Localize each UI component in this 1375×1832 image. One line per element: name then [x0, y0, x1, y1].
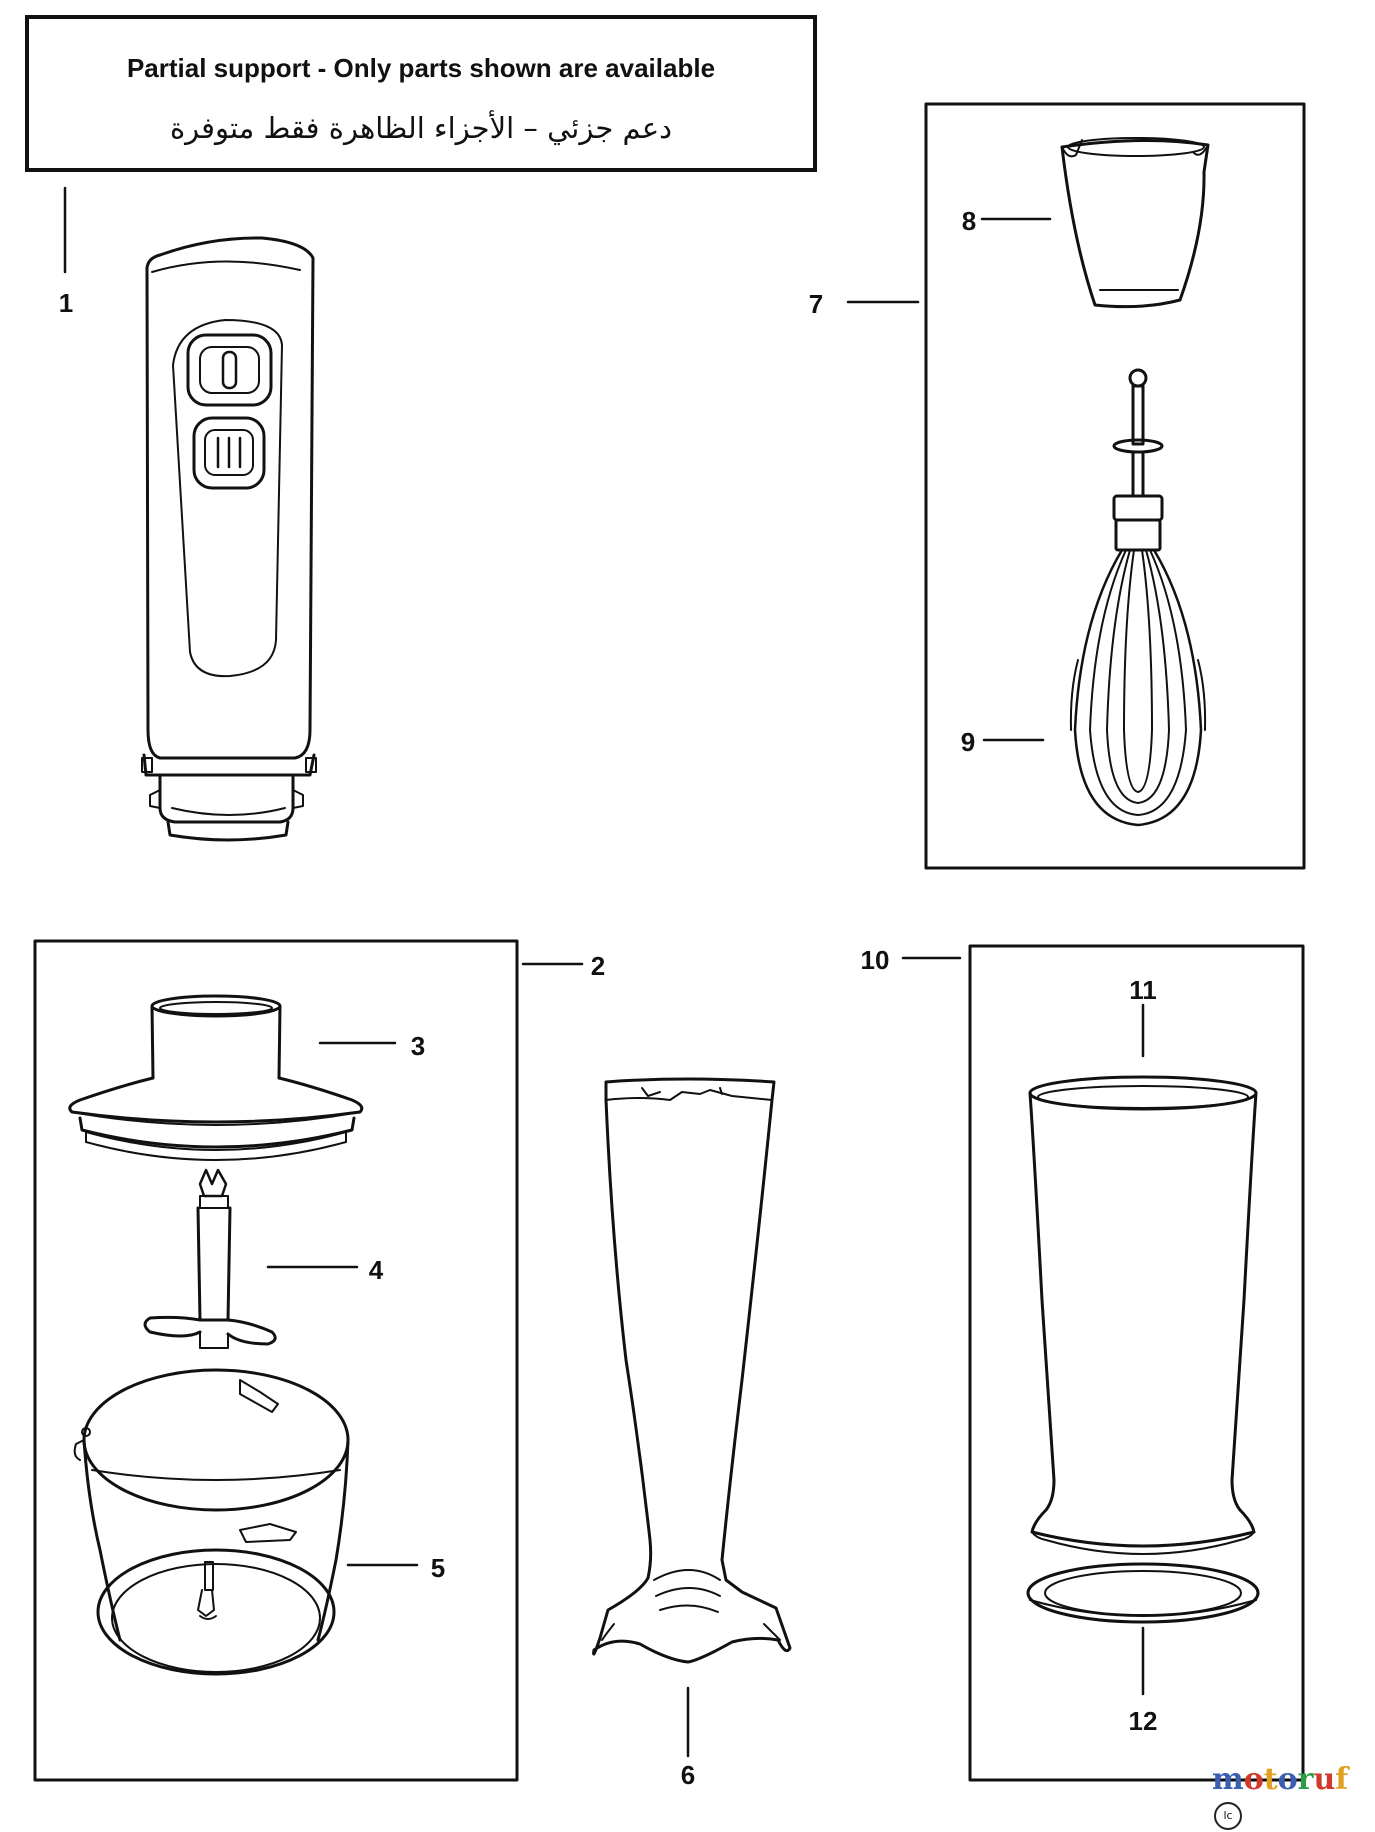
watermark-badge: lc — [1214, 1802, 1242, 1830]
whisk-gearbox-drawing — [1060, 137, 1210, 309]
chopper-assembly-box — [33, 939, 519, 1782]
whisk-assembly-box — [924, 102, 1306, 870]
callout-4: 4 — [368, 1255, 384, 1285]
callout-2: 2 — [590, 951, 606, 981]
watermark-letter: u — [1313, 1762, 1336, 1797]
beaker-drawing — [1028, 1075, 1258, 1555]
callout-10: 10 — [860, 945, 890, 975]
watermark-letter: f — [1335, 1762, 1349, 1797]
callout-9: 9 — [960, 727, 976, 757]
beaker-assembly-box — [968, 944, 1305, 1782]
callout-12: 12 — [1128, 1706, 1158, 1736]
watermark-letter: t — [1263, 1762, 1278, 1797]
chopper-blade-drawing — [143, 1168, 277, 1349]
callout-6: 6 — [680, 1760, 696, 1790]
availability-notice: Partial support - Only parts shown are a… — [25, 15, 817, 172]
watermark-letter: o — [1243, 1762, 1264, 1797]
watermark-letter: m — [1212, 1762, 1244, 1797]
callout-3: 3 — [410, 1031, 426, 1061]
blending-shaft-drawing — [592, 1077, 792, 1664]
whisk-drawing — [1069, 368, 1207, 827]
watermark-logo: motoruf lc — [1212, 1762, 1375, 1832]
leader-lines — [63, 186, 1145, 1758]
callout-11: 11 — [1129, 975, 1157, 1005]
chopper-bowl-drawing — [73, 1368, 350, 1676]
notice-english: Partial support - Only parts shown are a… — [126, 53, 716, 83]
motor-body-drawing — [141, 236, 317, 842]
watermark-letter: r — [1297, 1762, 1314, 1797]
chopper-lid-drawing — [68, 994, 364, 1161]
callout-1: 1 — [58, 288, 74, 318]
notice-arabic: دعم جزئي – الأجزاء الظاهرة فقط متوفرة — [169, 111, 673, 145]
callout-7: 7 — [808, 289, 824, 319]
callout-8: 8 — [961, 206, 977, 236]
watermark-letter: o — [1277, 1762, 1298, 1797]
beaker-lid-drawing — [1026, 1562, 1260, 1624]
callout-5: 5 — [430, 1553, 446, 1583]
